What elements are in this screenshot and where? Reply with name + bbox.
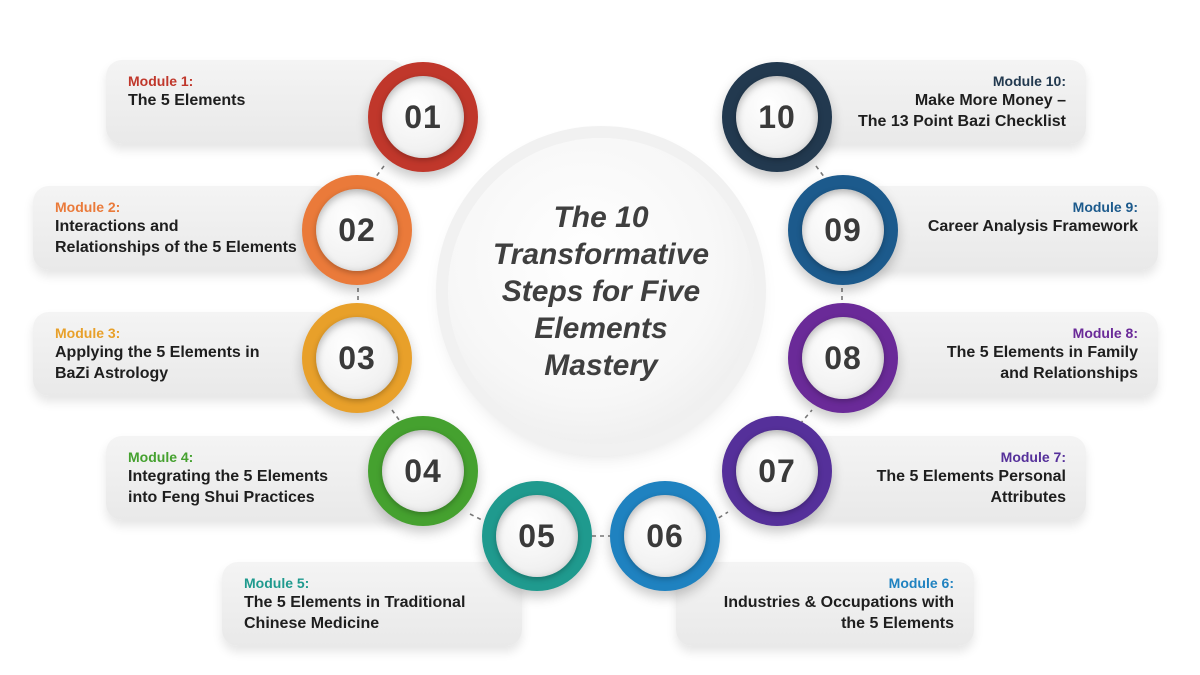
module-9-label: Module 9:: [1072, 199, 1138, 215]
step-09-number: 09: [824, 211, 862, 248]
step-04-ring: 04: [368, 416, 478, 526]
module-4-card: Module 4: Integrating the 5 Elements int…: [106, 436, 406, 520]
step-01-number: 01: [404, 98, 442, 135]
module-5-card: Module 5: The 5 Elements in Traditional …: [222, 562, 522, 646]
module-6-label: Module 6:: [888, 575, 954, 591]
step-10-badge: 10: [736, 76, 818, 158]
module-6-card: Module 6: Industries & Occupations with …: [676, 562, 974, 646]
step-07-badge: 07: [736, 430, 818, 512]
step-10-number: 10: [758, 98, 796, 135]
module-7-title: The 5 Elements Personal Attributes: [876, 468, 1066, 506]
module-10-title: Make More Money – The 13 Point Bazi Chec…: [857, 92, 1066, 130]
module-8-card: Module 8: The 5 Elements in Family and R…: [860, 312, 1158, 396]
step-05-ring: 05: [482, 481, 592, 591]
step-08-number: 08: [824, 339, 862, 376]
step-01-ring: 01: [368, 62, 478, 172]
module-1-title: The 5 Elements: [128, 92, 246, 109]
module-3-label: Module 3:: [55, 325, 121, 341]
module-9-title: Career Analysis Framework: [927, 218, 1138, 235]
module-3-title: Applying the 5 Elements in BaZi Astrolog…: [55, 344, 260, 382]
step-06-number: 06: [646, 517, 684, 554]
step-06-ring: 06: [610, 481, 720, 591]
module-3-card: Module 3: Applying the 5 Elements in BaZ…: [33, 312, 333, 396]
center-title: The 10 Transformative Steps for Five Ele…: [492, 200, 710, 382]
module-2-title: Interactions and Relationships of the 5 …: [55, 218, 297, 256]
module-6-title: Industries & Occupations with the 5 Elem…: [723, 594, 954, 632]
module-2-label: Module 2:: [55, 199, 121, 215]
module-10-label: Module 10:: [992, 73, 1066, 89]
step-03-badge: 03: [316, 317, 398, 399]
module-7-card: Module 7: The 5 Elements Personal Attrib…: [786, 436, 1086, 520]
step-02-ring: 02: [302, 175, 412, 285]
module-8-label: Module 8:: [1072, 325, 1138, 341]
step-03-ring: 03: [302, 303, 412, 413]
step-09-badge: 09: [802, 189, 884, 271]
module-7-label: Module 7:: [1000, 449, 1066, 465]
module-9-card: Module 9: Career Analysis Framework: [860, 186, 1158, 270]
step-02-number: 02: [338, 211, 376, 248]
module-1-label: Module 1:: [128, 73, 194, 89]
step-01-badge: 01: [382, 76, 464, 158]
center-title-circle: The 10 Transformative Steps for Five Ele…: [448, 138, 754, 444]
step-10-ring: 10: [722, 62, 832, 172]
step-02-badge: 02: [316, 189, 398, 271]
module-2-card: Module 2: Interactions and Relationships…: [33, 186, 333, 270]
step-06-badge: 06: [624, 495, 706, 577]
step-05-number: 05: [518, 517, 556, 554]
step-05-badge: 05: [496, 495, 578, 577]
step-08-badge: 08: [802, 317, 884, 399]
module-8-title: The 5 Elements in Family and Relationshi…: [946, 344, 1138, 382]
module-1-card: Module 1: The 5 Elements: [106, 60, 406, 144]
module-5-label: Module 5:: [244, 575, 310, 591]
step-03-number: 03: [338, 339, 376, 376]
module-4-label: Module 4:: [128, 449, 194, 465]
module-10-card: Module 10: Make More Money – The 13 Poin…: [786, 60, 1086, 144]
step-04-badge: 04: [382, 430, 464, 512]
step-07-number: 07: [758, 452, 796, 489]
step-09-ring: 09: [788, 175, 898, 285]
module-4-title: Integrating the 5 Elements into Feng Shu…: [128, 468, 329, 506]
step-08-ring: 08: [788, 303, 898, 413]
step-04-number: 04: [404, 452, 442, 489]
step-07-ring: 07: [722, 416, 832, 526]
module-5-title: The 5 Elements in Traditional Chinese Me…: [244, 594, 466, 632]
